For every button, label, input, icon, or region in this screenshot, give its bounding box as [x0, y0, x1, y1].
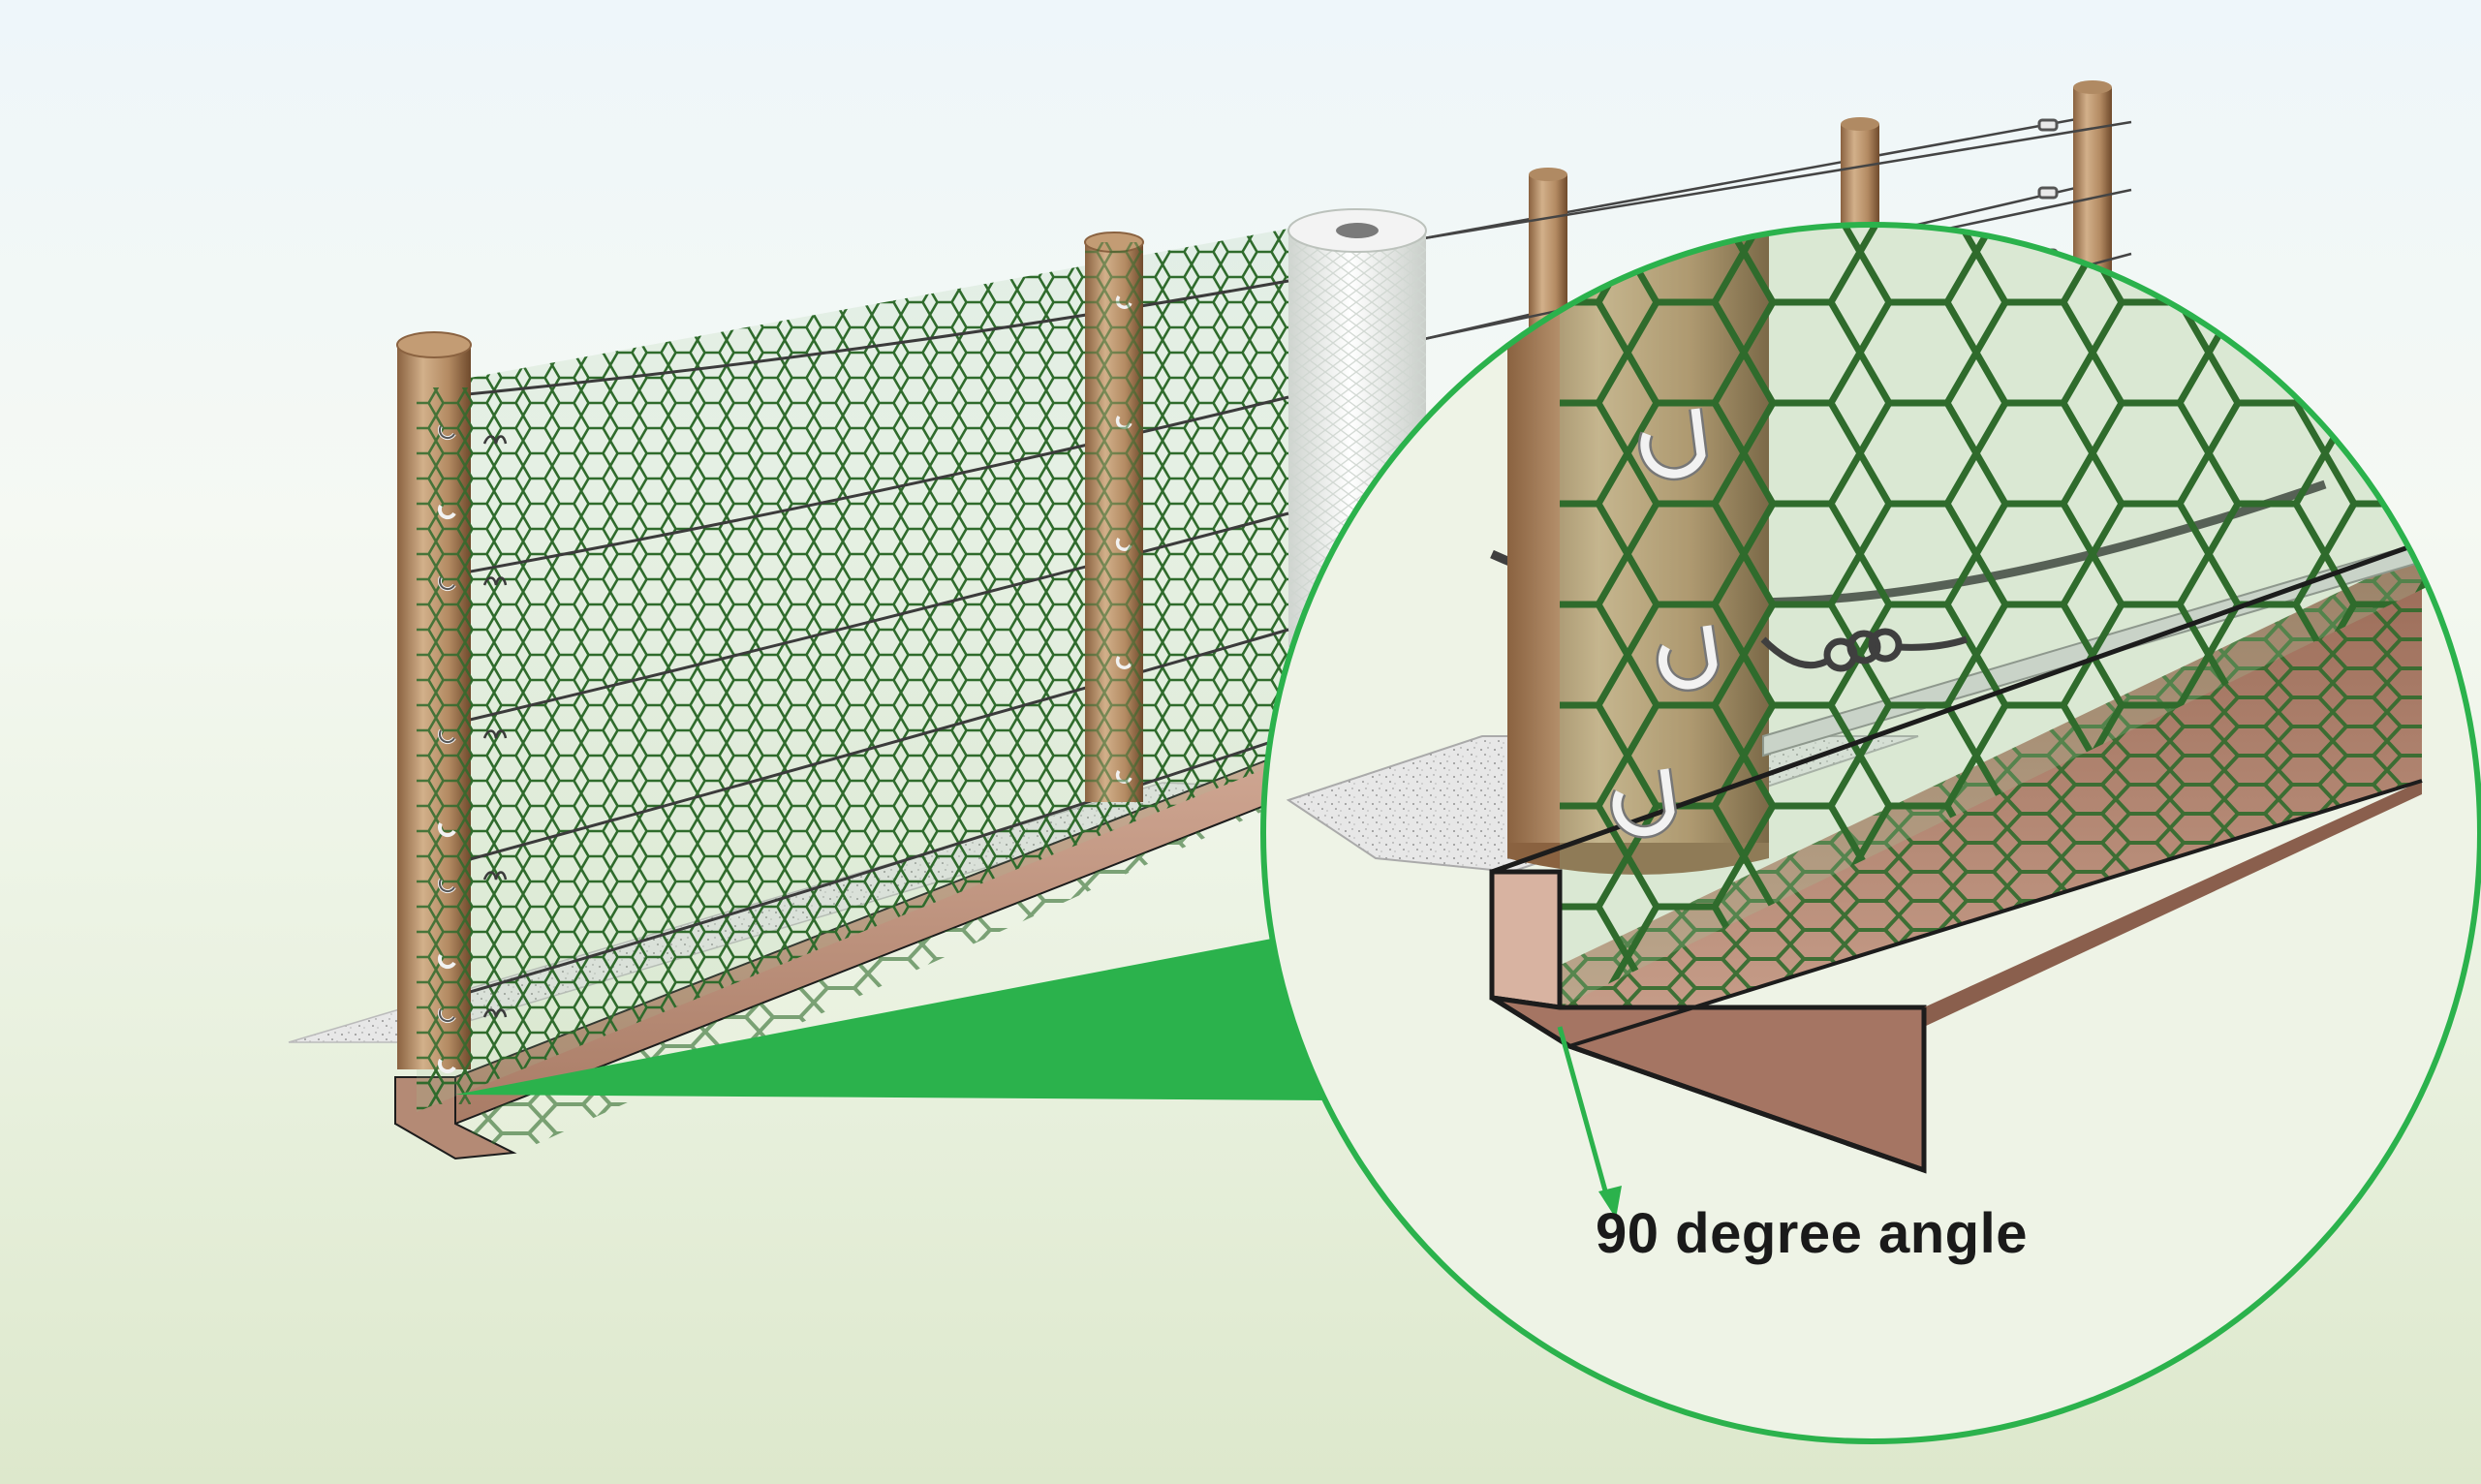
- detail-staples: [1610, 408, 1721, 839]
- angle-callout-label: 90 degree angle: [1596, 1202, 2028, 1265]
- detail-wire-tie: [1760, 628, 1969, 672]
- detail-apron-profile: [1489, 540, 2423, 1174]
- line-wires: [416, 279, 1289, 1009]
- callout-wedge: [455, 938, 1329, 1100]
- wire-ties: [482, 435, 508, 1018]
- mesh-roll: [1287, 208, 1427, 647]
- detail-magnifier: [1260, 222, 2481, 1444]
- angle-arrow: [1557, 1026, 1622, 1219]
